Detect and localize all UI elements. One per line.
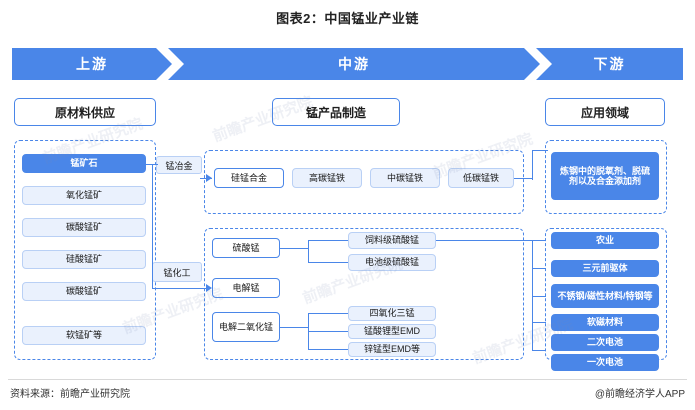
source-note: 资料来源：前瞻产业研究院 — [10, 389, 130, 400]
downstream-item-5[interactable]: 二次电池 — [551, 334, 659, 351]
band-midstream: 中游 — [168, 48, 540, 80]
page-title: 图表2：中国锰业产业链 — [276, 11, 419, 26]
chem-item-2[interactable]: 电解二氧化锰 — [212, 312, 280, 342]
connector-sulfate-out — [280, 248, 308, 249]
section-header-downstream: 应用领域 — [545, 98, 665, 126]
connector-app-2 — [532, 296, 546, 297]
process-label-chemical: 锰化工 — [152, 262, 202, 282]
connector-emd-child0 — [308, 313, 348, 314]
connector-app-1 — [532, 268, 546, 269]
upstream-item-5[interactable]: 软锰矿等 — [22, 326, 146, 345]
connector-sulfate-child1 — [308, 262, 348, 263]
upstream-item-3[interactable]: 硅酸锰矿 — [22, 250, 146, 269]
band-downstream: 下游 — [536, 48, 683, 80]
upstream-item-4[interactable]: 碳酸锰矿 — [22, 282, 146, 301]
arrow-smelting-alloy — [206, 174, 212, 182]
connector-chemical-in — [152, 288, 208, 289]
sulfate-child-1[interactable]: 电池级硫酸锰 — [348, 254, 436, 271]
process-label-smelting: 锰冶金 — [156, 156, 202, 174]
downstream-item-3[interactable]: 不锈钢/磁性材料/特钢等 — [551, 284, 659, 308]
connector-sulfate-child0 — [308, 240, 348, 241]
downstream-item-1[interactable]: 农业 — [551, 232, 659, 249]
downstream-item-6[interactable]: 一次电池 — [551, 354, 659, 371]
connector-alloy-steel — [514, 178, 532, 179]
section-header-upstream: 原材料供应 — [14, 98, 156, 126]
alloy-item-1[interactable]: 高碳锰铁 — [292, 168, 362, 188]
connector-alloy-steel-v — [532, 150, 533, 180]
alloy-item-2[interactable]: 中碳锰铁 — [370, 168, 440, 188]
connector-app-0 — [532, 240, 546, 241]
midstream-alloy-container — [204, 150, 524, 214]
emd-child-2[interactable]: 锌锰型EMD等 — [348, 342, 436, 357]
footer-divider — [8, 379, 687, 380]
emd-child-1[interactable]: 锰酸锂型EMD — [348, 324, 436, 339]
connector-sulfate-bus — [308, 240, 309, 263]
connector-downstream-bus — [532, 240, 533, 350]
connector-emd-child2 — [308, 349, 348, 350]
alloy-item-0[interactable]: 硅锰合金 — [214, 168, 284, 188]
midstream-chem-container — [204, 228, 524, 360]
downstream-item-4[interactable]: 软磁材料 — [551, 314, 659, 331]
section-header-midstream: 锰产品制造 — [272, 98, 400, 126]
downstream-item-0[interactable]: 炼钢中的脱氧剂、脱硫剂以及合金添加剂 — [551, 152, 659, 200]
band-upstream: 上游 — [12, 48, 172, 80]
downstream-steel-container — [545, 140, 667, 214]
emd-child-0[interactable]: 四氧化三锰 — [348, 306, 436, 321]
upstream-container — [14, 140, 156, 360]
arrow-chemical-in — [206, 284, 212, 292]
downstream-item-2[interactable]: 三元前驱体 — [551, 260, 659, 277]
upstream-item-2[interactable]: 碳酸锰矿 — [22, 218, 146, 237]
sulfate-child-0[interactable]: 饲料级硫酸锰 — [348, 232, 436, 249]
connector-chem-bus-in — [436, 240, 532, 241]
chem-item-0[interactable]: 硫酸锰 — [212, 238, 280, 258]
brand-credit: @前瞻经济学人APP — [594, 389, 685, 400]
connector-emd-child1 — [308, 331, 348, 332]
upstream-item-1[interactable]: 氧化锰矿 — [22, 186, 146, 205]
stage-band: 上游 中游 下游 — [12, 48, 683, 80]
connector-emd-out — [280, 327, 308, 328]
upstream-item-0[interactable]: 锰矿石 — [22, 154, 146, 173]
connector-upstream-vertical — [152, 164, 153, 288]
chem-item-1[interactable]: 电解锰 — [212, 278, 280, 298]
connector-alloy-steel-h2 — [532, 150, 548, 151]
alloy-item-3[interactable]: 低碳锰铁 — [448, 168, 514, 188]
connector-app-4 — [532, 350, 546, 351]
connector-app-3 — [532, 322, 546, 323]
